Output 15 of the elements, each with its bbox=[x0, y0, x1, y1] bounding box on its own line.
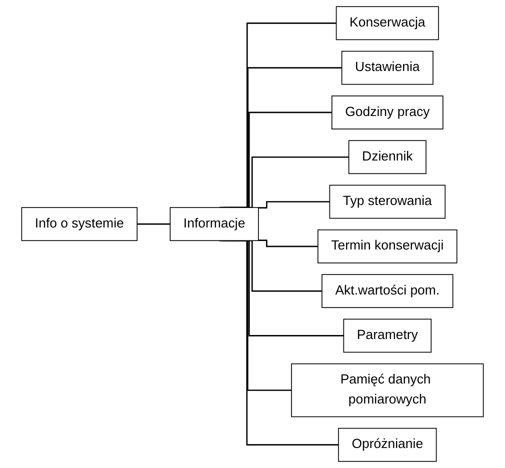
connector bbox=[258, 240, 318, 248]
node-box: Dziennik bbox=[348, 140, 426, 174]
connector bbox=[137, 223, 170, 225]
node-box: Godziny pracy bbox=[331, 96, 444, 130]
node-box: Parametry bbox=[343, 318, 432, 353]
node-box: Opróżnianie bbox=[338, 428, 437, 462]
node-box: Typ sterowania bbox=[329, 184, 446, 219]
node-box: Pamięć danych pomiarowych bbox=[291, 363, 484, 418]
node-box: Akt.wartości pom. bbox=[322, 274, 454, 308]
connector bbox=[258, 201, 330, 208]
node-box: Ustawienia bbox=[341, 50, 434, 85]
node-box: Konserwacja bbox=[336, 6, 439, 40]
node-box: Informacje bbox=[170, 207, 259, 242]
node-box: Info o systemie bbox=[21, 207, 138, 242]
node-box: Termin konserwacji bbox=[318, 229, 458, 264]
